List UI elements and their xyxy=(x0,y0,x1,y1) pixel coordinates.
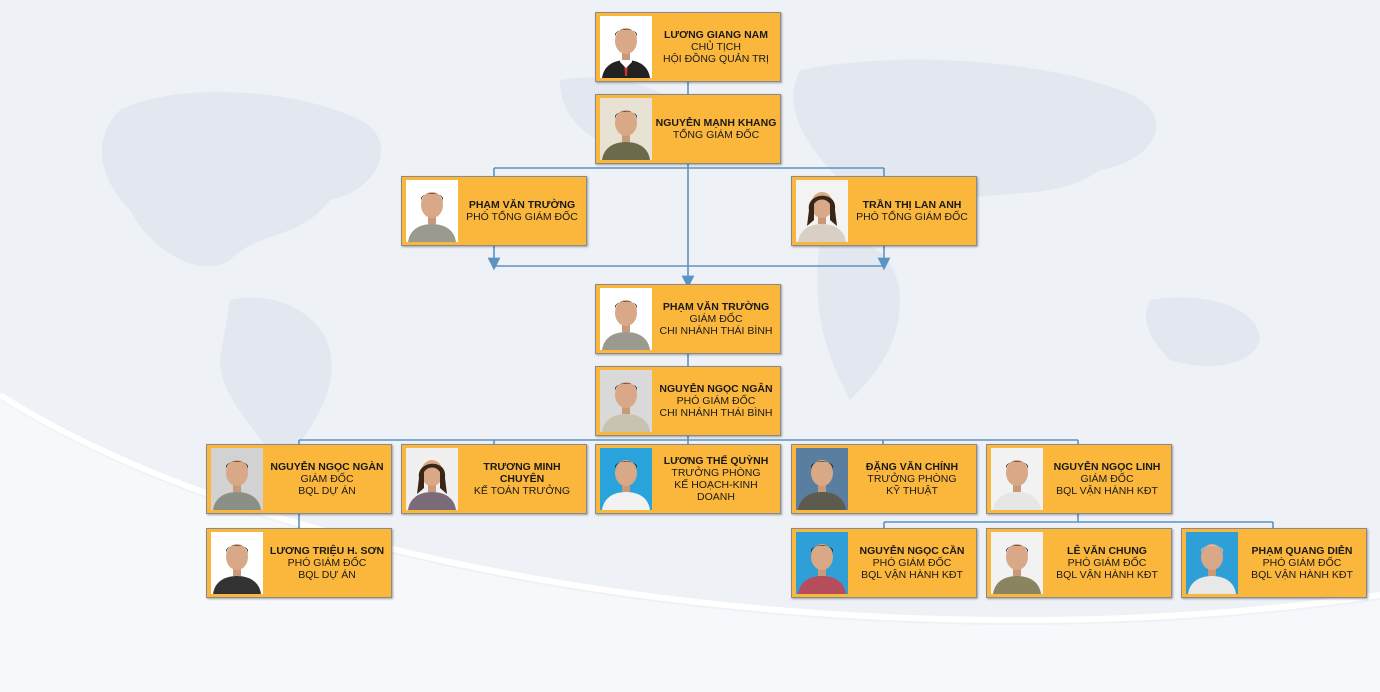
person-name: NGUYỄN NGỌC NGÀN xyxy=(270,461,384,473)
portrait-photo xyxy=(211,448,263,510)
portrait-photo xyxy=(406,180,458,242)
portrait-photo xyxy=(991,532,1043,594)
person-title: BQL DỰ ÁN xyxy=(298,569,356,581)
person-title: GIÁM ĐỐC xyxy=(1080,473,1134,485)
person-title: CHI NHÁNH THÁI BÌNH xyxy=(659,407,773,419)
portrait-graphic xyxy=(211,532,263,594)
portrait-graphic xyxy=(406,448,458,510)
person-title: BQL VẬN HÀNH KĐT xyxy=(861,569,963,581)
portrait-graphic xyxy=(991,532,1043,594)
person-title: KẾ HOẠCH-KINH DOANH xyxy=(674,479,758,503)
portrait-graphic xyxy=(796,448,848,510)
person-name: NGUYỄN NGỌC LINH xyxy=(1053,461,1161,473)
person-name: PHẠM QUANG DIỄN xyxy=(1251,545,1353,557)
portrait-graphic xyxy=(600,98,652,160)
person-title: TRƯỞNG PHÒNG xyxy=(867,473,957,485)
person-name: LƯƠNG GIANG NAM xyxy=(664,29,768,41)
person-name: NGUYỄN NGỌC NGÂN xyxy=(659,383,773,395)
portrait-photo xyxy=(600,288,652,350)
portrait-graphic xyxy=(991,448,1043,510)
portrait-photo xyxy=(1186,532,1238,594)
person-title: KẾ TOÁN TRƯỞNG xyxy=(473,485,571,497)
portrait-photo xyxy=(796,532,848,594)
person-name: NGUYỄN MẠNH KHANG xyxy=(655,117,777,129)
portrait-photo xyxy=(796,448,848,510)
person-title: BQL VẬN HÀNH KĐT xyxy=(1056,485,1158,497)
portrait-graphic xyxy=(600,370,652,432)
portrait-graphic xyxy=(1186,532,1238,594)
person-title: PHÓ TỔNG GIÁM ĐỐC xyxy=(856,211,968,223)
person-name: ĐẶNG VĂN CHÍNH xyxy=(865,461,959,473)
portrait-graphic xyxy=(600,288,652,350)
person-name: NGUYỄN NGỌC CẦN xyxy=(859,545,965,557)
portrait-graphic xyxy=(211,448,263,510)
portrait-graphic xyxy=(406,180,458,242)
person-title: TỔNG GIÁM ĐỐC xyxy=(672,129,760,141)
portrait-photo xyxy=(600,370,652,432)
portrait-graphic xyxy=(600,16,652,78)
portrait-photo xyxy=(600,98,652,160)
person-title: PHÓ GIÁM ĐỐC xyxy=(287,557,367,569)
person-title: BQL VẬN HÀNH KĐT xyxy=(1251,569,1353,581)
person-title: PHÓ GIÁM ĐỐC xyxy=(872,557,952,569)
person-title: PHÓ GIÁM ĐỐC xyxy=(1067,557,1147,569)
person-title: PHÓ GIÁM ĐỐC xyxy=(676,395,756,407)
portrait-graphic xyxy=(796,532,848,594)
person-title: GIÁM ĐỐC xyxy=(689,313,743,325)
person-name: PHẠM VĂN TRƯỜNG xyxy=(662,301,770,313)
person-title: BQL VẬN HÀNH KĐT xyxy=(1056,569,1158,581)
portrait-photo xyxy=(796,180,848,242)
person-name: LÊ VĂN CHUNG xyxy=(1067,545,1147,557)
portrait-photo xyxy=(211,532,263,594)
person-title: TRƯỞNG PHÒNG xyxy=(671,467,761,479)
person-title: GIÁM ĐỐC xyxy=(300,473,354,485)
person-title: KỸ THUẬT xyxy=(886,485,938,497)
portrait-graphic xyxy=(600,448,652,510)
portrait-photo xyxy=(600,448,652,510)
person-title: CHỦ TỊCH xyxy=(691,41,741,53)
person-name: TRẦN THỊ LAN ANH xyxy=(862,199,962,211)
portrait-graphic xyxy=(796,180,848,242)
person-title: BQL DỰ ÁN xyxy=(298,485,356,497)
person-name: PHẠM VĂN TRƯỜNG xyxy=(468,199,576,211)
person-title: HỘI ĐỒNG QUẢN TRỊ xyxy=(663,53,769,65)
person-title: CHI NHÁNH THÁI BÌNH xyxy=(659,325,773,337)
portrait-photo xyxy=(991,448,1043,510)
portrait-photo xyxy=(600,16,652,78)
portrait-photo xyxy=(406,448,458,510)
person-title: PHÓ TỔNG GIÁM ĐỐC xyxy=(466,211,578,223)
person-name: TRƯƠNG MINH CHUYÊN xyxy=(483,461,561,485)
person-name: LƯƠNG THẾ QUỲNH xyxy=(663,455,769,467)
person-title: PHÓ GIÁM ĐỐC xyxy=(1262,557,1342,569)
person-name: LƯƠNG TRIỆU H. SƠN xyxy=(269,545,385,557)
